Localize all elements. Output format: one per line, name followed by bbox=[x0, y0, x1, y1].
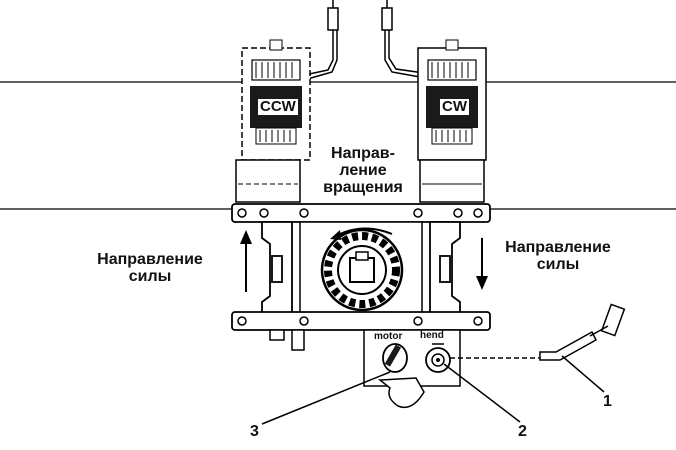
motor-base-right bbox=[419, 159, 485, 203]
motor-base-left bbox=[235, 159, 301, 203]
callout-number-1: 1 bbox=[603, 393, 612, 410]
motor-wires bbox=[299, 0, 425, 81]
force-direction-label-left: Направление силы bbox=[90, 251, 210, 286]
force-direction-label-right: Направление силы bbox=[498, 239, 618, 274]
force-left-line-1: Направление bbox=[97, 251, 203, 268]
gear-housing bbox=[299, 221, 423, 317]
force-right-line-1: Направление bbox=[505, 239, 611, 256]
callout-lines bbox=[261, 355, 605, 425]
side-frames bbox=[261, 221, 461, 317]
bottom-flange bbox=[231, 311, 491, 351]
force-left-line-2: силы bbox=[128, 267, 172, 285]
top-flange bbox=[231, 203, 491, 223]
rotation-direction-label: Направ- ление вращения bbox=[308, 145, 418, 196]
force-arrow-down bbox=[476, 238, 488, 290]
callout-number-3: 3 bbox=[250, 423, 259, 440]
motor-ccw-label: CCW bbox=[258, 98, 298, 115]
callout-number-2: 2 bbox=[518, 423, 527, 440]
hand-crank bbox=[450, 303, 626, 361]
motor-cw-label: CW bbox=[440, 98, 469, 115]
force-arrow-up bbox=[240, 230, 252, 292]
rotation-direction-line-2: ление bbox=[339, 161, 387, 179]
rotation-direction-line-1: Направ- bbox=[331, 145, 395, 162]
switch-hand-label: hend bbox=[420, 330, 444, 341]
force-right-line-2: силы bbox=[536, 255, 580, 273]
switch-motor-label: motor bbox=[374, 331, 403, 342]
rotation-direction-line-3: вращения bbox=[323, 178, 403, 196]
